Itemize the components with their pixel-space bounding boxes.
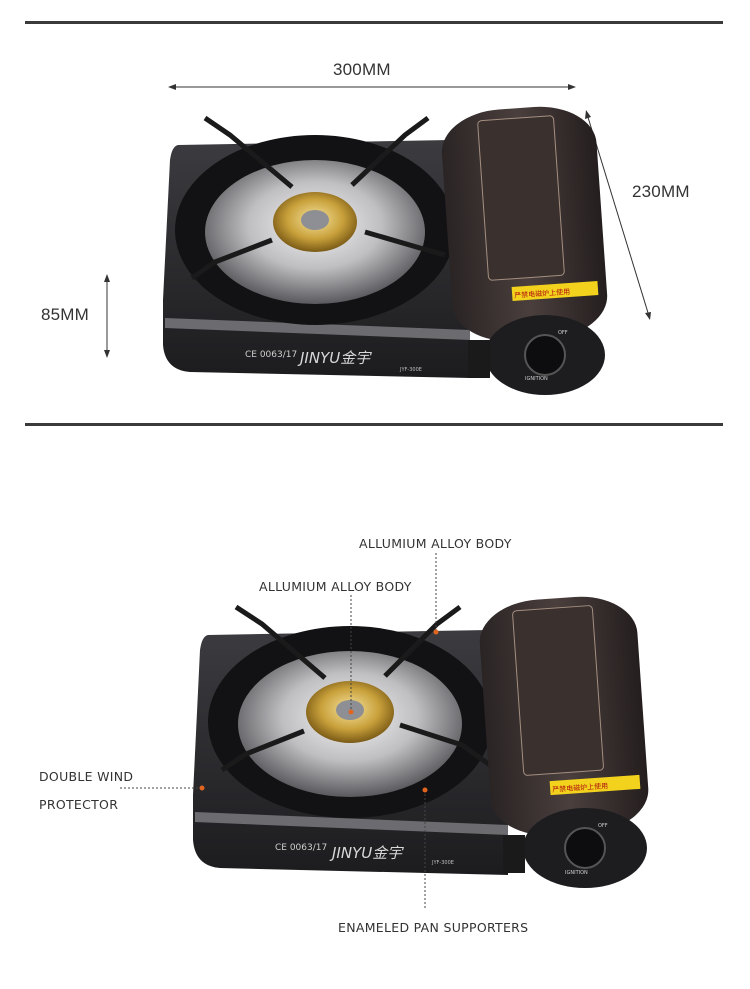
knob-off-text: OFF [558,330,568,336]
callout-dot-wind [199,785,205,791]
ce-mark-text: CE 0063/17 [245,350,297,360]
top-divider [25,21,723,24]
brand-text: JINYU金宇 [329,844,404,862]
knob-ignition-text: IGNITION [525,376,548,382]
brand-text: JINYU金宇 [297,349,372,367]
knob-off-text: OFF [598,823,608,829]
callout-dot-body-top [433,629,439,635]
depth-dimension-label: 230MM [632,182,690,201]
warning-sticker-text: 严禁电磁炉上使用 [552,781,608,794]
width-dimension-label: 300MM [333,60,391,79]
callout-dot-pan [422,787,428,793]
model-text: JYF-300E [431,860,454,866]
warning-sticker-text: 严禁电磁炉上使用 [514,287,570,300]
callout-alloy-body-top: ALLUMIUM ALLOY BODY [359,536,512,551]
callout-alloy-body-mid: ALLUMIUM ALLOY BODY [259,579,412,594]
ce-mark-text: CE 0063/17 [275,843,327,853]
model-text: JYF-300E [399,367,422,373]
callout-dot-body-mid [348,709,354,715]
callout-wind-protector-line1: DOUBLE WIND [39,769,134,784]
knob-ignition-text: IGNITION [565,870,588,876]
middle-divider [25,423,723,426]
height-dimension-label: 85MM [41,305,90,324]
callout-pan-supporters: ENAMELED PAN SUPPORTERS [338,920,529,935]
callout-wind-protector-line2: PROTECTOR [39,797,119,812]
